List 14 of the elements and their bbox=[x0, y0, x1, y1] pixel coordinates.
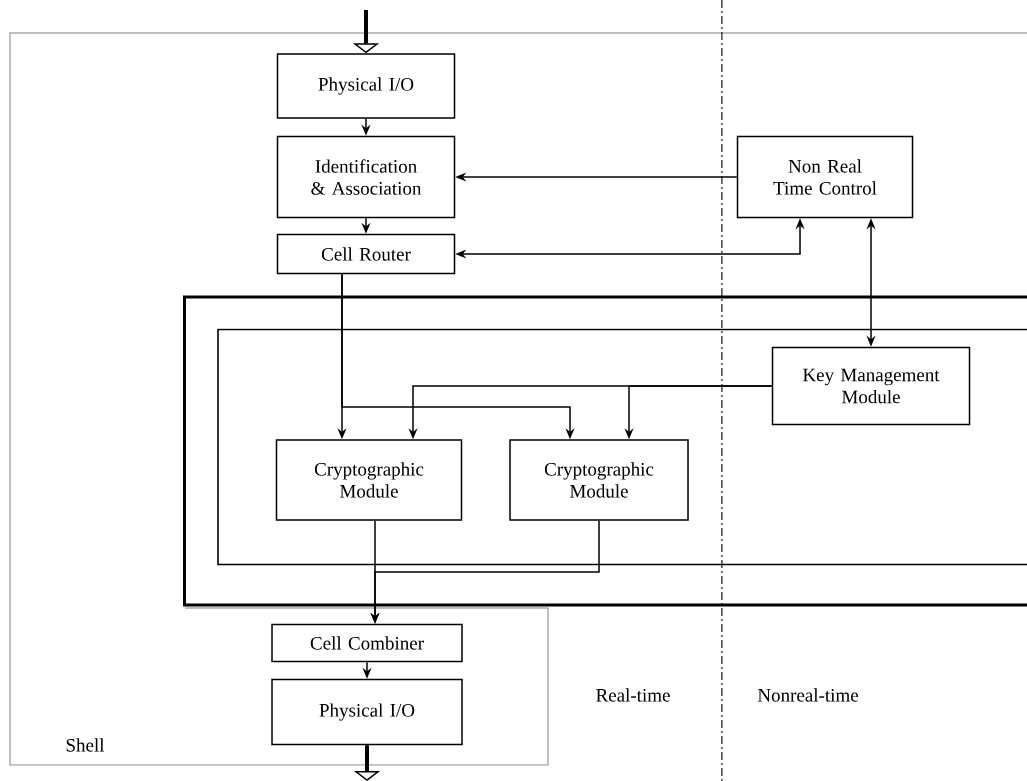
region-label: Shell bbox=[66, 738, 105, 752]
process-box: Cryptographic Module bbox=[275, 439, 463, 521]
process-box: Identification & Association bbox=[276, 135, 456, 219]
process-box: Physical I/O bbox=[271, 678, 463, 746]
process-box: Cryptographic Module bbox=[509, 439, 689, 521]
region-label: Real-time bbox=[596, 688, 670, 702]
process-box: Cell Router bbox=[276, 233, 456, 275]
process-box: Cell Combiner bbox=[271, 623, 463, 663]
process-box: Key Management Module bbox=[771, 346, 971, 426]
module-frame bbox=[183, 295, 1027, 607]
region-label: Nonreal-time bbox=[757, 688, 858, 702]
module-frame bbox=[217, 328, 1027, 566]
process-box: Physical I/O bbox=[276, 53, 456, 119]
process-box: Non Real Time Control bbox=[736, 135, 914, 219]
